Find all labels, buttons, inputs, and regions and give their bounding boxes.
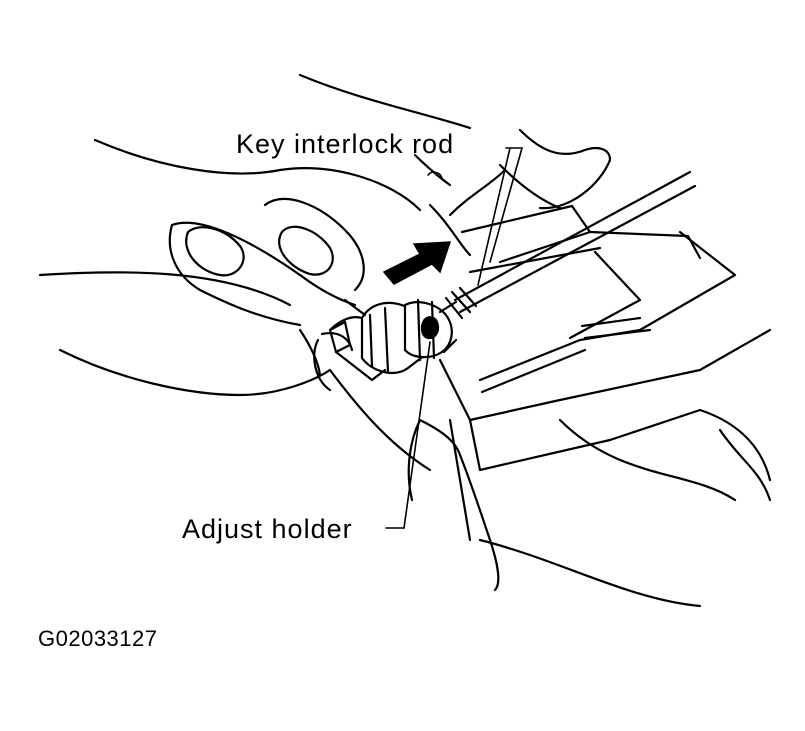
figure-code: G02033127 <box>38 626 158 651</box>
adjust-holder-label: Adjust holder <box>182 514 353 544</box>
callout-leaders <box>385 147 523 529</box>
key-interlock-rod-label: Key interlock rod <box>236 129 455 159</box>
lower-hand <box>38 197 500 592</box>
key-interlock-rod <box>444 170 697 320</box>
push-direction-arrow <box>382 241 452 285</box>
adjust-holder <box>313 298 458 392</box>
console-housing <box>438 204 772 608</box>
